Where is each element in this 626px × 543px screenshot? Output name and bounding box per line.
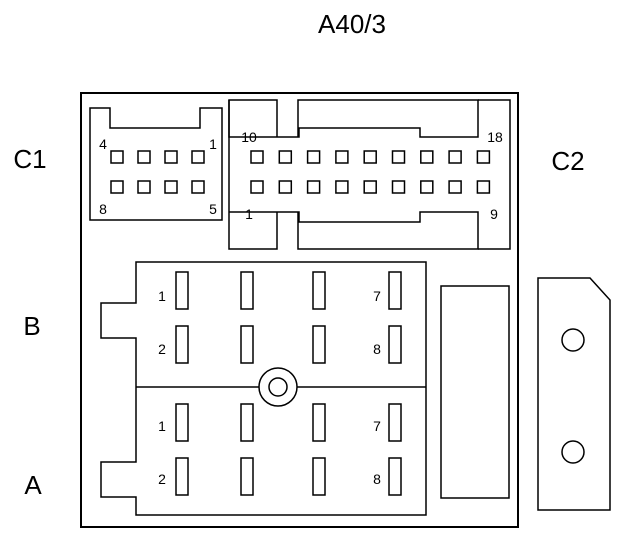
c2-pin xyxy=(278,180,293,194)
c2-pin xyxy=(448,150,462,164)
ab-pin-grid xyxy=(175,271,402,496)
blade-pin xyxy=(240,403,254,442)
c1-pin xyxy=(191,180,205,194)
c1-pin xyxy=(191,150,205,164)
c1-pin-label-5: 5 xyxy=(209,201,217,217)
c2-pin xyxy=(306,180,321,194)
label-a: A xyxy=(24,470,42,500)
c2-connector-body xyxy=(228,99,479,138)
blade-pin xyxy=(240,325,254,364)
c1-pin-label-4: 4 xyxy=(99,136,107,152)
blade-pin xyxy=(388,325,402,364)
a-pin-label-1: 1 xyxy=(158,418,166,434)
label-b: B xyxy=(23,311,40,341)
c2-pin xyxy=(335,150,349,164)
blade-pin xyxy=(240,457,254,496)
c2-pin xyxy=(335,180,349,194)
c1-connector-body xyxy=(89,107,223,221)
diagram-title: A40/3 xyxy=(318,9,386,39)
blade-pin xyxy=(175,325,189,364)
c2-pin xyxy=(306,150,321,164)
main-housing xyxy=(80,92,519,528)
center-screw-inner xyxy=(268,377,288,397)
c2-pin xyxy=(250,180,264,194)
blade-pin xyxy=(388,457,402,496)
c1-pin xyxy=(110,180,124,194)
c2-pin xyxy=(391,180,406,194)
bracket-hole-top xyxy=(561,328,585,352)
ab-block-outline xyxy=(100,261,427,516)
c2-pin-label-18: 18 xyxy=(487,129,503,145)
c1-pin xyxy=(137,180,151,194)
c2-connector-right-wall xyxy=(478,99,511,250)
label-c2: C2 xyxy=(551,146,584,176)
c1-pin-label-8: 8 xyxy=(99,201,107,217)
c2-pin xyxy=(363,150,377,164)
blade-pin xyxy=(312,325,326,364)
c1-pin-label-1: 1 xyxy=(209,136,217,152)
a-pin-label-7: 7 xyxy=(373,418,381,434)
blade-pin xyxy=(312,403,326,442)
b-pin-label-7: 7 xyxy=(373,288,381,304)
c2-pin xyxy=(420,180,434,194)
blade-pin xyxy=(388,271,402,310)
a-pin-label-8: 8 xyxy=(373,471,381,487)
bracket-hole-bottom xyxy=(561,440,585,464)
c1-pin xyxy=(164,180,178,194)
blade-pin xyxy=(388,403,402,442)
blank-slot xyxy=(440,285,510,499)
c2-pin xyxy=(476,150,491,164)
blade-pin xyxy=(175,271,189,310)
blade-pin xyxy=(240,271,254,310)
c2-pin xyxy=(420,150,434,164)
c2-pin xyxy=(476,180,491,194)
blade-pin xyxy=(312,271,326,310)
mounting-bracket xyxy=(537,277,611,511)
c2-pin-grid xyxy=(250,150,491,194)
c2-pin xyxy=(278,150,293,164)
c2-pin-label-10: 10 xyxy=(241,129,257,145)
b-pin-label-8: 8 xyxy=(373,341,381,357)
a-pin-label-2: 2 xyxy=(158,471,166,487)
c2-pin xyxy=(391,150,406,164)
b-pin-label-1: 1 xyxy=(158,288,166,304)
c2-pin-label-9: 9 xyxy=(490,206,498,222)
c1-pin xyxy=(137,150,151,164)
blade-pin xyxy=(175,403,189,442)
c1-pin-grid xyxy=(110,150,205,194)
label-c1: C1 xyxy=(13,144,46,174)
b-pin-label-2: 2 xyxy=(158,341,166,357)
blade-pin xyxy=(175,457,189,496)
center-screw-outer xyxy=(258,367,298,407)
c1-pin xyxy=(110,150,124,164)
c2-pin-label-1: 1 xyxy=(245,206,253,222)
blade-pin xyxy=(312,457,326,496)
c2-pin xyxy=(448,180,462,194)
c1-pin xyxy=(164,150,178,164)
c2-pin xyxy=(250,150,264,164)
c2-pin xyxy=(363,180,377,194)
c2-connector-frame xyxy=(228,100,479,250)
